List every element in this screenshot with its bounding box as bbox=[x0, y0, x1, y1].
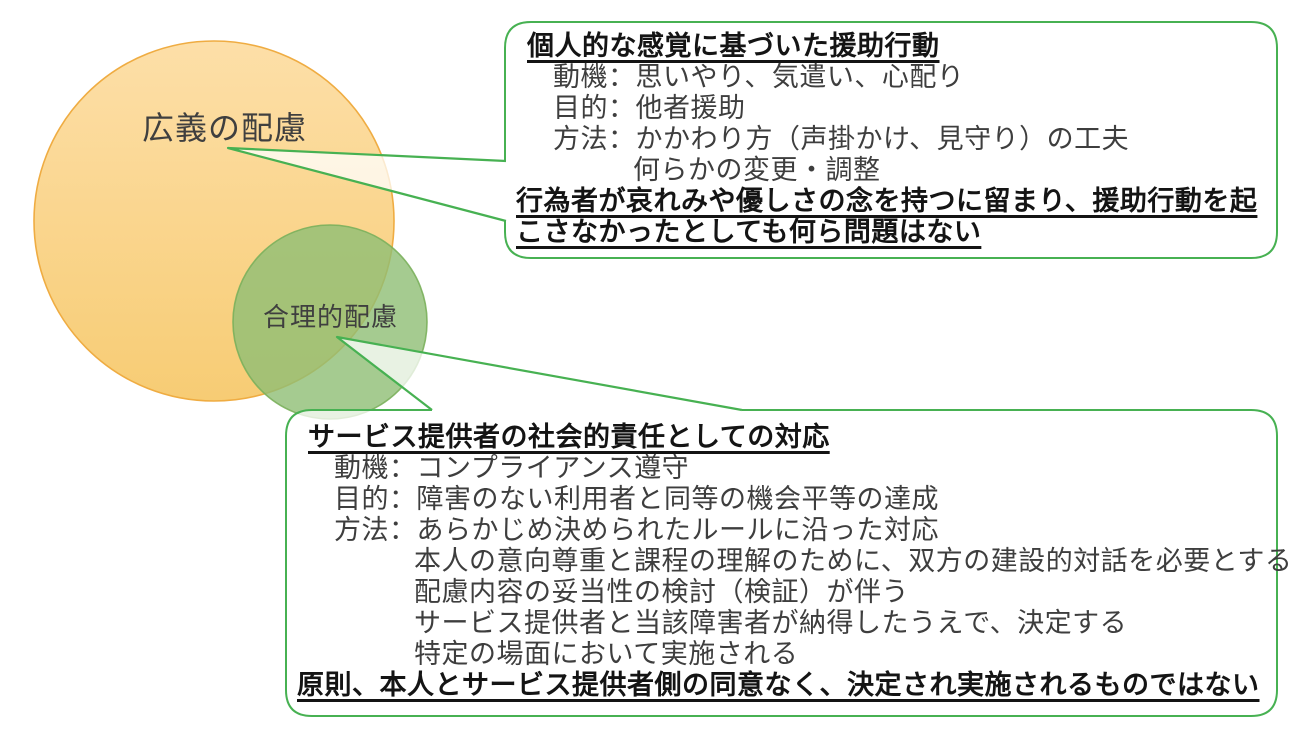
bottom-callout-line-method-cont-4: 特定の場面において実施される bbox=[414, 639, 799, 669]
top-callout-title: 個人的な感覚に基づいた援助行動 bbox=[527, 31, 940, 61]
top-callout-fill bbox=[505, 22, 1277, 258]
top-callout-line-motive: 動機：思いやり、気遣い、心配り bbox=[553, 62, 965, 92]
bottom-callout-fill bbox=[286, 410, 1277, 716]
bottom-callout-line-method-cont-1: 本人の意向尊重と課程の理解のために、双方の建設的対話を必要とする bbox=[414, 546, 1293, 576]
bottom-callout-line-method-cont-2: 配慮内容の妥当性の検討（検証）が伴う bbox=[414, 577, 909, 607]
top-callout-line-method-cont: 何らかの変更・調整 bbox=[633, 155, 881, 185]
top-callout-border bbox=[504, 21, 1278, 259]
bottom-callout-line-method-cont-3: サービス提供者と当該障害者が納得したうえで、決定する bbox=[414, 608, 1128, 638]
bottom-callout-text: サービス提供者の社会的責任としての対応 動機：コンプライアンス遵守 目的：障害の… bbox=[286, 410, 1293, 701]
bottom-callout-emphasis-line: 原則、本人とサービス提供者側の同意なく、決定され実施されるものではない bbox=[297, 670, 1260, 700]
top-callout-pointer bbox=[226, 146, 507, 223]
top-callout-emphasis-line2: こさなかったとしても何ら問題はない bbox=[516, 217, 982, 247]
bottom-callout-title: サービス提供者の社会的責任としての対応 bbox=[308, 422, 830, 452]
broad-consideration-label: 広義の配慮 bbox=[142, 110, 308, 146]
top-callout-emphasis-line1: 行為者が哀れみや優しさの念を持つに留まり、援助行動を起 bbox=[516, 186, 1258, 216]
bottom-callout-pointer bbox=[335, 335, 743, 412]
top-callout-text: 個人的な感覚に基づいた援助行動 動機：思いやり、気遣い、心配り 目的：他者援助 … bbox=[505, 22, 1277, 248]
bottom-callout-line-purpose: 目的：障害のない利用者と同等の機会平等の達成 bbox=[334, 484, 939, 514]
bottom-callout-line-motive: 動機：コンプライアンス遵守 bbox=[334, 453, 690, 483]
bottom-callout-border bbox=[285, 409, 1278, 717]
bottom-callout-line-method: 方法：あらかじめ決められたルールに沿った対応 bbox=[334, 515, 939, 545]
reasonable-accommodation-label: 合理的配慮 bbox=[263, 302, 399, 332]
top-callout-line-purpose: 目的：他者援助 bbox=[553, 93, 746, 123]
top-callout-line-method: 方法：かかわり方（声掛かけ、見守り）の工夫 bbox=[553, 124, 1130, 154]
